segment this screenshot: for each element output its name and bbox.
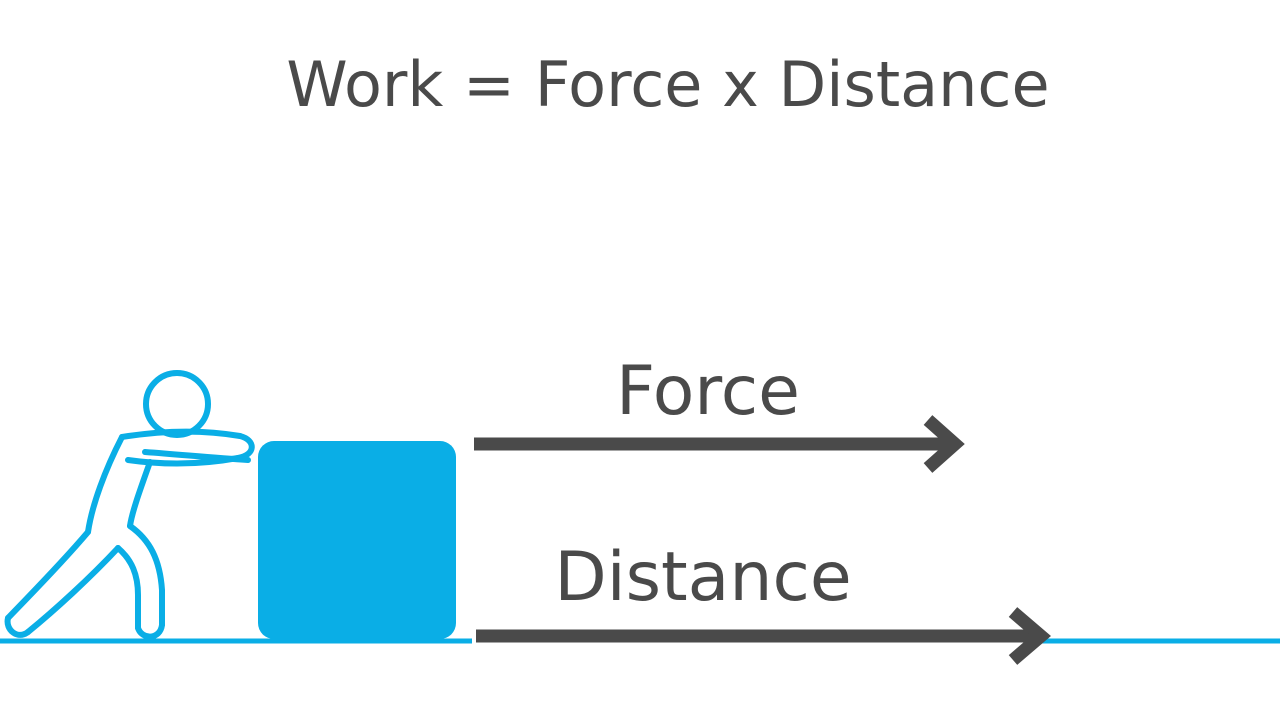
- force-label: Force: [616, 352, 800, 431]
- distance-arrow: [476, 607, 1051, 665]
- distance-label: Distance: [554, 538, 851, 617]
- diagram-title: Work = Force x Distance: [286, 48, 1049, 121]
- box-icon: [258, 441, 456, 639]
- person-pushing-icon: [4, 370, 255, 640]
- force-arrow: [474, 415, 965, 473]
